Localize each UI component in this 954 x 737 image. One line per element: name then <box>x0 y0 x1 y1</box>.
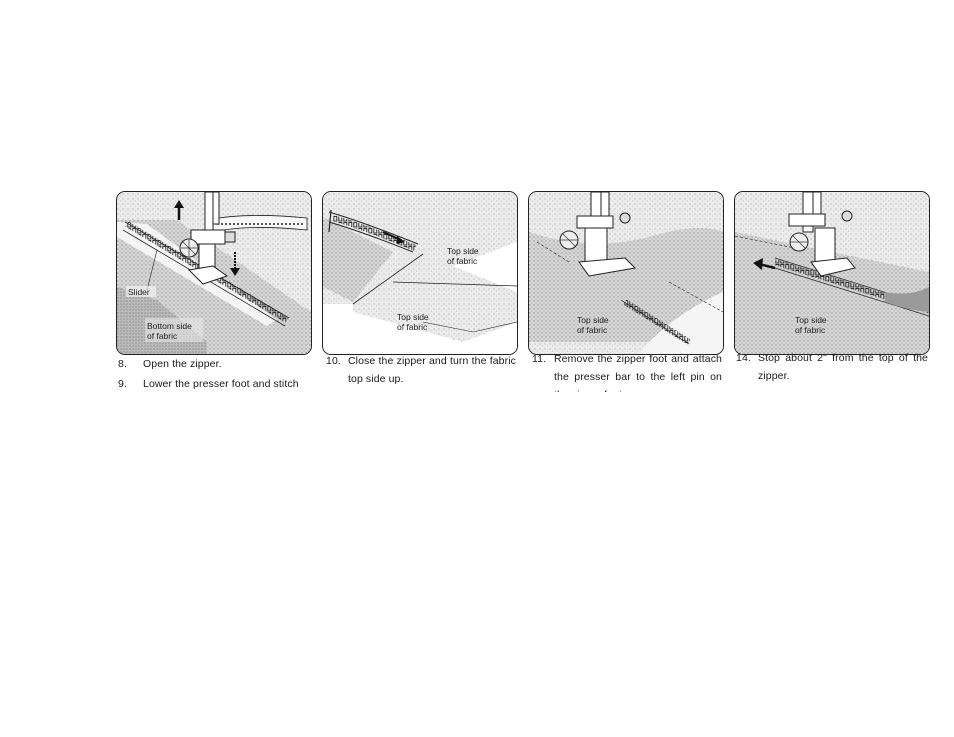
caption-step-10: 10. Close the zipper and turn the fabric… <box>326 352 516 388</box>
caption-column-2: 10. Close the zipper and turn the fabric… <box>326 352 516 392</box>
sewing-foot-open-zipper-figure: Slider Bottom side of fabric <box>117 192 311 354</box>
illustration-step-14: Top side of fabric <box>734 191 930 355</box>
presser-bar-left-pin-figure: Top side of fabric <box>529 192 723 354</box>
illustration-step-11: Top side of fabric <box>528 191 724 355</box>
label-top-side-a: Top side <box>447 246 479 256</box>
label-bottom-side: Bottom side <box>147 321 192 331</box>
step-text: Close the zipper and turn the fabric top… <box>348 355 516 385</box>
caption-step-8: 8. Open the zipper. <box>118 355 310 373</box>
caption-column-1: 8. Open the zipper. 9. Lower the presser… <box>118 355 310 393</box>
step-number: 8. <box>118 358 127 370</box>
caption-column-3: 11. Remove the zipper foot and attach th… <box>532 350 722 392</box>
step-text: Remove the zipper foot and attach the pr… <box>554 353 722 392</box>
label-slider: Slider <box>128 287 150 297</box>
label-of-fabric: of fabric <box>577 325 608 335</box>
illustration-step-8: Slider Bottom side of fabric <box>116 191 312 355</box>
label-of-fabric: of fabric <box>795 325 826 335</box>
caption-step-11: 11. Remove the zipper foot and attach th… <box>532 350 722 392</box>
step-number: 10. <box>326 355 341 367</box>
caption-step-14: 14. Stop about 2" from the top of the zi… <box>736 349 928 385</box>
step-text: Lower the presser foot and stitch <box>143 378 299 390</box>
label-of-fabric-a: of fabric <box>447 256 478 266</box>
label-top-side: Top side <box>577 315 609 325</box>
label-top-side: Top side <box>795 315 827 325</box>
caption-column-4: 14. Stop about 2" from the top of the zi… <box>736 349 928 389</box>
step-number: 9. <box>118 378 127 390</box>
stitching-stop-figure: Top side of fabric <box>735 192 929 354</box>
label-top-side-b: Top side <box>397 312 429 322</box>
step-text: Stop about 2" from the top of the zipper… <box>758 352 928 382</box>
label-of-fabric-b: of fabric <box>397 322 428 332</box>
label-of-fabric: of fabric <box>147 331 178 341</box>
step-number: 14. <box>736 352 751 364</box>
illustration-step-10: Top side of fabric Top side of fabric <box>322 191 518 355</box>
step-number: 11. <box>532 353 547 365</box>
caption-step-9: 9. Lower the presser foot and stitch <box>118 375 310 393</box>
step-text: Open the zipper. <box>143 358 222 370</box>
closed-zipper-fabric-figure: Top side of fabric Top side of fabric <box>323 192 517 354</box>
